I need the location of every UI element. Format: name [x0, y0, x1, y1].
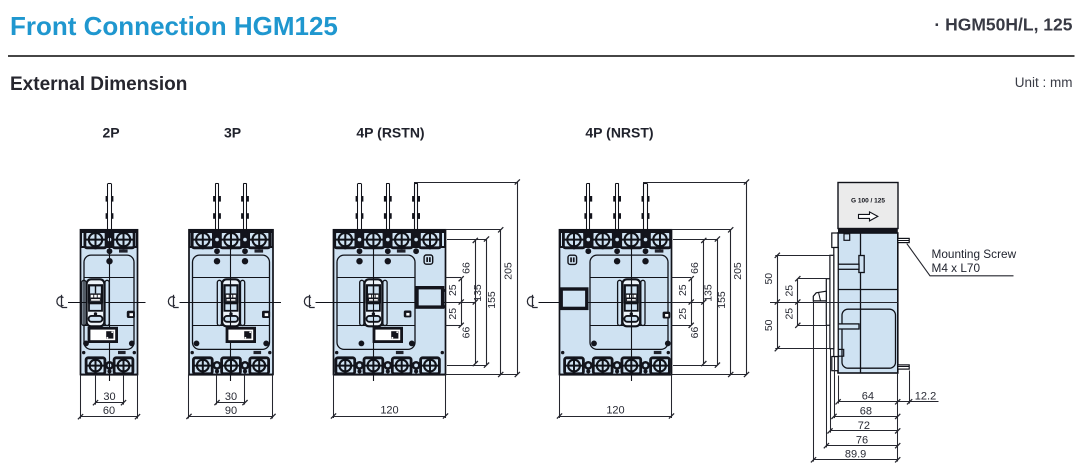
svg-text:60: 60 — [103, 405, 115, 417]
svg-text:Mounting Screw: Mounting Screw — [932, 247, 1017, 261]
svg-text:120: 120 — [606, 404, 624, 416]
svg-text:3P: 3P — [224, 125, 241, 141]
svg-text:66: 66 — [689, 262, 701, 274]
svg-text:50: 50 — [763, 273, 775, 285]
svg-text:G 100 / 125: G 100 / 125 — [851, 198, 885, 205]
svg-text:30: 30 — [225, 391, 237, 403]
svg-text:205: 205 — [503, 262, 515, 280]
svg-text:12.2: 12.2 — [915, 390, 936, 402]
svg-text:30: 30 — [103, 391, 115, 403]
svg-text:50: 50 — [763, 319, 775, 331]
svg-text:Unit : mm: Unit : mm — [1015, 75, 1073, 90]
svg-text:4P (RSTN): 4P (RSTN) — [356, 125, 424, 141]
svg-text:89.9: 89.9 — [845, 449, 866, 461]
svg-text:M4 x L70: M4 x L70 — [932, 261, 981, 275]
svg-text:25: 25 — [783, 285, 795, 297]
svg-text:Front Connection HGM125: Front Connection HGM125 — [10, 11, 338, 41]
svg-text:25: 25 — [447, 284, 459, 296]
svg-text:25: 25 — [677, 284, 689, 296]
svg-text:· HGM50H/L, 125: · HGM50H/L, 125 — [934, 15, 1072, 35]
svg-text:2P: 2P — [102, 125, 119, 141]
svg-text:72: 72 — [858, 420, 870, 432]
svg-text:64: 64 — [862, 391, 874, 403]
svg-text:205: 205 — [732, 262, 744, 280]
svg-text:25: 25 — [447, 308, 459, 320]
svg-text:76: 76 — [856, 435, 868, 447]
svg-text:25: 25 — [783, 308, 795, 320]
svg-text:68: 68 — [860, 405, 872, 417]
svg-text:135: 135 — [703, 284, 715, 302]
svg-text:External Dimension: External Dimension — [10, 74, 187, 95]
svg-text:120: 120 — [380, 404, 398, 416]
svg-text:155: 155 — [486, 291, 498, 309]
svg-text:135: 135 — [472, 284, 484, 302]
svg-text:66: 66 — [689, 327, 701, 339]
svg-text:155: 155 — [716, 291, 728, 309]
svg-text:66: 66 — [461, 327, 473, 339]
svg-text:4P (NRST): 4P (NRST) — [585, 125, 653, 141]
svg-text:90: 90 — [225, 405, 237, 417]
svg-text:25: 25 — [677, 308, 689, 320]
svg-text:66: 66 — [461, 262, 473, 274]
